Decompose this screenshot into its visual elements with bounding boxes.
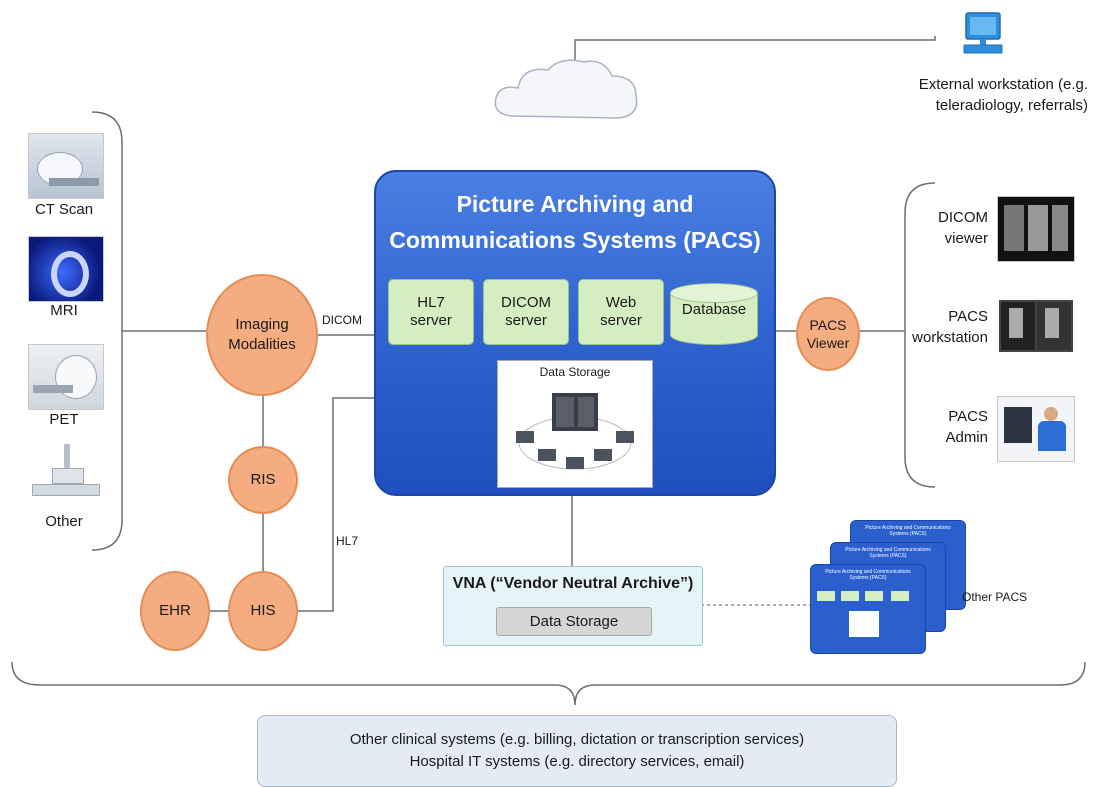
hospital-it-systems-text: Hospital IT systems (e.g. directory serv… <box>409 753 745 770</box>
pacs-admin-line1: PACS <box>948 408 988 425</box>
dicom-server-line1: DICOM <box>501 294 551 311</box>
data-storage-label: Data Storage <box>539 365 611 379</box>
cloud-icon <box>494 59 638 119</box>
other-systems-box: Other clinical systems (e.g. billing, di… <box>257 715 897 787</box>
other-pacs-card-1: Picture Archiving and Communications Sys… <box>810 564 926 654</box>
external-line2: teleradiology, referrals) <box>935 97 1088 114</box>
ehr-label: EHR <box>159 602 191 619</box>
ct-scan-label: CT Scan <box>34 201 94 218</box>
pacs-viewer-node: PACS Viewer <box>796 297 860 371</box>
pacs-workstation-line1: PACS <box>948 308 988 325</box>
hl7-server-line2: server <box>410 312 452 329</box>
web-server-line2: server <box>600 312 642 329</box>
database-label: Database <box>681 301 747 318</box>
pacs-workstation-monitors <box>997 294 1073 360</box>
computer-icon <box>963 12 1003 54</box>
external-workstation-label: External workstation (e.g. teleradiology… <box>860 74 1088 116</box>
dicom-server-line2: server <box>505 312 547 329</box>
xray-machine-icon <box>28 442 102 506</box>
imaging-line1: Imaging <box>235 316 289 333</box>
other-pacs-label: Other PACS <box>962 590 1028 604</box>
pacs-workstation-line2: workstation <box>912 329 988 346</box>
vna-title: VNA (“Vendor Neutral Archive”) <box>452 575 694 592</box>
vna-data-storage: Data Storage <box>496 607 652 636</box>
dicom-link-label: DICOM <box>322 313 362 327</box>
dicom-viewer-label: DICOM viewer <box>880 207 988 249</box>
pacs-viewer-line2: Viewer <box>806 335 850 351</box>
hl7-server-line1: HL7 <box>417 294 445 311</box>
ris-node: RIS <box>228 446 298 514</box>
dicom-viewer-line1: DICOM <box>938 209 988 226</box>
pacs-title-line2: Communications Systems (PACS) <box>389 227 761 253</box>
external-line1: External workstation (e.g. <box>918 76 1088 93</box>
server-network-icon <box>516 393 634 470</box>
mri-scanner-icon <box>28 236 104 302</box>
imaging-modalities-node: Imaging Modalities <box>206 274 318 396</box>
database-cylinder: Database <box>670 283 758 345</box>
other-clinical-systems-text: Other clinical systems (e.g. billing, di… <box>349 731 805 748</box>
pacs-admin-label: PACS Admin <box>880 406 988 448</box>
ris-label: RIS <box>250 471 276 488</box>
his-node: HIS <box>228 571 298 651</box>
ehr-node: EHR <box>140 571 210 651</box>
web-server-line1: Web <box>605 294 637 311</box>
pacs-title-line1: Picture Archiving and <box>456 191 694 217</box>
hl7-link-label: HL7 <box>336 534 359 548</box>
pacs-viewer-line1: PACS <box>809 317 847 333</box>
pet-scanner-icon <box>28 344 104 410</box>
his-label: HIS <box>250 602 276 619</box>
pacs-workstation-label: PACS workstation <box>880 306 988 348</box>
imaging-line2: Modalities <box>228 336 296 353</box>
mri-label: MRI <box>50 302 78 319</box>
vna-box: VNA (“Vendor Neutral Archive”) Data Stor… <box>443 566 703 646</box>
other-label: Other <box>45 513 83 530</box>
pacs-admin-line2: Admin <box>945 429 988 446</box>
pet-label: PET <box>49 411 79 428</box>
dicom-viewer-screenshot <box>997 196 1075 262</box>
dicom-viewer-line2: viewer <box>944 230 988 247</box>
data-storage-panel: Data Storage <box>497 360 653 488</box>
ct-scanner-icon <box>28 133 104 199</box>
pacs-admin-photo <box>997 396 1075 462</box>
